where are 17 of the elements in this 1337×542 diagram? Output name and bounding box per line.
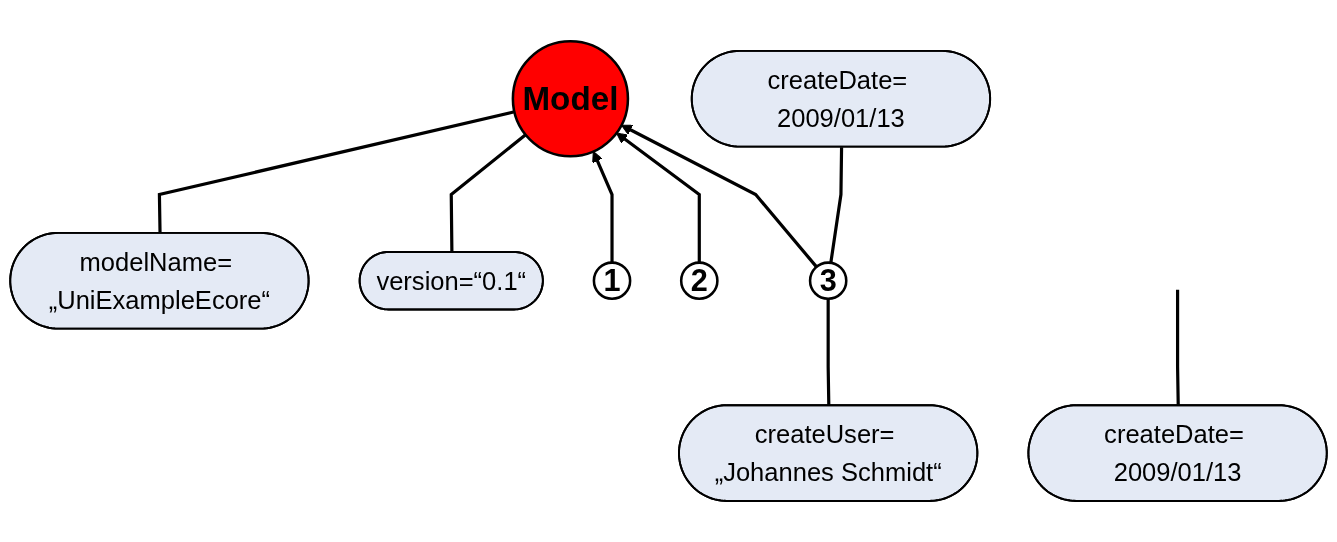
arrow	[592, 150, 614, 263]
ellipse-node: createDate= 2009/01/13	[1027, 404, 1328, 502]
ellipse-node: createUser= „Johannes Schmidt“	[678, 404, 979, 502]
arrow	[616, 132, 701, 263]
circle-node: 2	[679, 261, 719, 300]
connector	[1176, 289, 1180, 406]
connector	[826, 298, 831, 406]
ellipse-node: version=“0.1“	[358, 250, 544, 311]
ellipse-node: createDate= 2009/01/13	[690, 49, 992, 148]
circle-node: 1	[592, 261, 632, 300]
circle-node: 3	[808, 261, 848, 300]
connector	[449, 133, 527, 253]
connector	[157, 110, 515, 234]
circle-node: Model	[511, 39, 630, 158]
connector	[829, 147, 844, 263]
ellipse-node: modelName= „UniExampleEcore“	[9, 231, 310, 330]
arrow	[621, 124, 818, 268]
